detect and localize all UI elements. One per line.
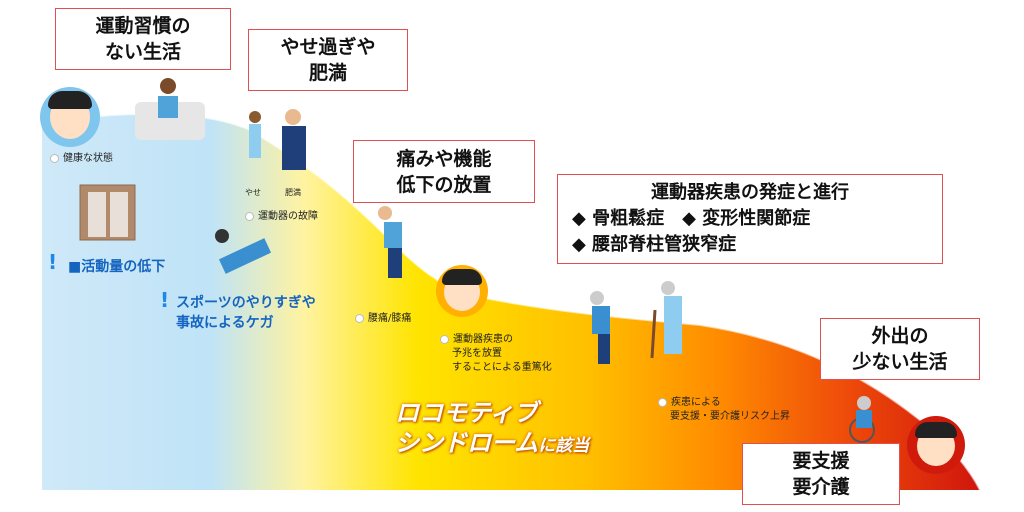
note-severe: 運動器疾患の 予兆を放置 することによる重篤化 [440,333,552,375]
note-thin: やせ [245,188,261,197]
sofa-illustration [135,102,205,140]
backpain-person-illustration [378,206,392,220]
obese-person-illustration [285,109,301,125]
worried-face-icon [436,265,488,317]
injured-player-illustration [218,238,272,274]
happy-face-icon [40,87,100,147]
sports-injury-text: スポーツのやりすぎや 事故によるケガ [176,295,316,331]
wheelchair-person-illustration [857,396,871,410]
note-injury: 運動器の故障 [245,210,318,224]
elderly-woman-illustration [661,281,675,295]
label-weight: やせ過ぎや 肥満 [248,29,408,91]
thin-person-illustration [249,111,261,123]
syndrome-title: ロコモティブ シンドロームに該当 [395,399,590,457]
note-healthy: 健康な状態 [50,152,113,166]
alert-icon-activity: ! [48,250,58,274]
note-backknee: 腰痛/膝痛 [355,312,411,326]
label-pain-neglect: 痛みや機能 低下の放置 [353,140,535,203]
activity-decrease-text: ■活動量の低下 [68,259,166,275]
label-less-outing: 外出の 少ない生活 [820,318,980,380]
note-risk: 疾患による 要支援・要介護リスク上昇 [658,396,790,424]
note-obese: 肥満 [285,188,301,197]
soccer-ball-icon [215,229,229,243]
crying-face-icon [907,416,965,474]
label-disease-onset: 運動器疾患の発症と進行 ◆ 骨粗鬆症 ◆ 変形性関節症 ◆ 腰部脊柱管狭窄症 [557,174,943,264]
label-care-needed: 要支援 要介護 [742,443,900,505]
elderly-man-illustration [590,291,604,305]
alert-icon-sports: ! [160,288,170,312]
label-no-exercise: 運動習慣の ない生活 [55,8,231,70]
slope-area [42,113,980,490]
